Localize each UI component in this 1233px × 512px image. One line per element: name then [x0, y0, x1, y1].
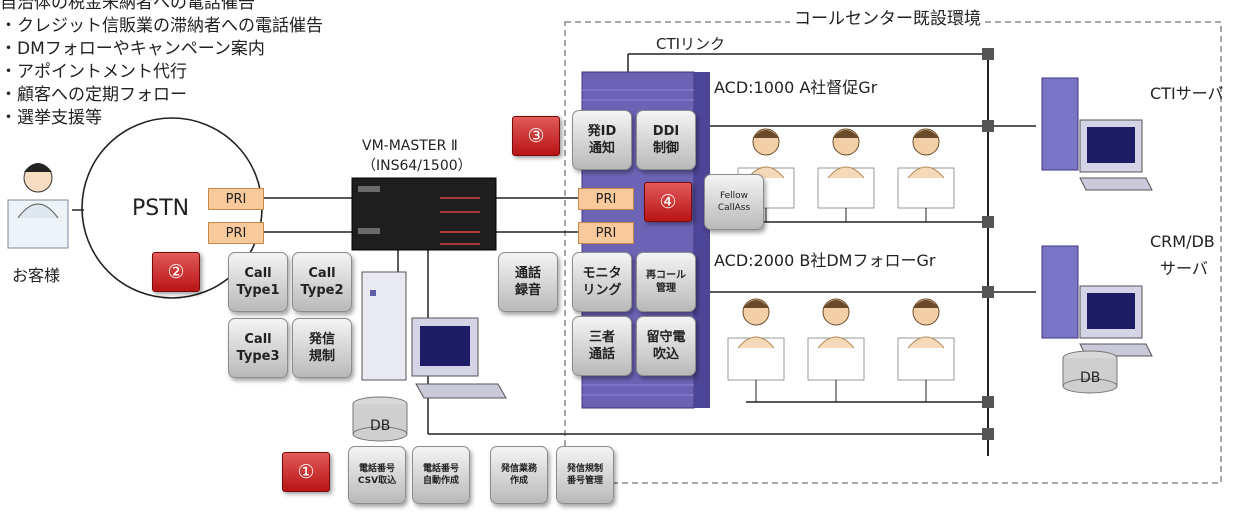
- recall-management-button[interactable]: 再コール 管理: [636, 252, 696, 312]
- hub-node: [982, 286, 994, 298]
- voicemail-record-button[interactable]: 留守電 吹込: [636, 316, 696, 376]
- pri-port: PRI: [208, 188, 264, 210]
- agent-icon: [897, 298, 955, 381]
- badge-3: ③: [512, 116, 560, 156]
- call-type2-button[interactable]: Call Type2: [292, 252, 352, 312]
- use-case-item: ・アポイントメント代行: [0, 62, 187, 82]
- call-type3-button[interactable]: Call Type3: [228, 318, 288, 378]
- existing-environment-border: [564, 21, 1222, 484]
- badge-2: ②: [152, 252, 200, 292]
- vm-master-subtitle: （INS64/1500）: [362, 158, 472, 174]
- cti-server-label: CTIサーバ: [1150, 84, 1224, 103]
- customer-label: お客様: [12, 266, 61, 285]
- hub-node: [982, 48, 994, 60]
- switch-rack-side: [694, 72, 710, 408]
- call-type1-button[interactable]: Call Type1: [228, 252, 288, 312]
- use-case-list: 自治体の税金未納者への電話催告 ・クレジット信販業の滞納者への電話催告 ・DMフ…: [0, 0, 323, 130]
- use-case-item: ・クレジット信販業の滞納者への電話催告: [0, 16, 323, 36]
- db-label: DB: [370, 418, 391, 434]
- cti-link-label: CTIリンク: [656, 35, 726, 53]
- agent-icon: [727, 298, 785, 381]
- agent-icon: [897, 128, 955, 209]
- call-recording-button[interactable]: 通話 録音: [498, 252, 558, 312]
- crm-server-label-2: サーバ: [1160, 259, 1208, 278]
- pri-port: PRI: [208, 222, 264, 244]
- pstn-label: PSTN: [132, 196, 190, 221]
- three-way-call-button[interactable]: 三者 通話: [572, 316, 632, 376]
- crm-db-label: DB: [1080, 370, 1101, 386]
- restricted-number-management-button[interactable]: 発信規制 番号管理: [556, 446, 614, 504]
- crm-server-label-1: CRM/DB: [1150, 232, 1215, 251]
- vm-master-title: VM-MASTER Ⅱ: [362, 138, 458, 154]
- agent-icon: [807, 298, 865, 381]
- pc-tower: [361, 271, 407, 381]
- hub-node: [982, 428, 994, 440]
- badge-1: ①: [282, 452, 330, 492]
- hub-node: [982, 396, 994, 408]
- pc-keyboard: [415, 383, 507, 399]
- cti-server-tower: [1041, 77, 1079, 171]
- crm-server-tower: [1041, 245, 1079, 339]
- phone-auto-generate-button[interactable]: 電話番号 自動作成: [412, 446, 470, 504]
- agent-icon: [817, 128, 875, 209]
- pri-port: PRI: [578, 222, 634, 244]
- badge-4: ④: [644, 182, 692, 222]
- outbound-job-create-button[interactable]: 発信業務 作成: [490, 446, 548, 504]
- customer-icon: [7, 163, 69, 249]
- caller-id-button[interactable]: 発ID 通知: [572, 110, 632, 170]
- hub-node: [982, 216, 994, 228]
- fellow-callass-button[interactable]: Fellow CallAss: [704, 174, 764, 230]
- env-title: コールセンター既設環境: [790, 4, 985, 29]
- use-case-item: 自治体の税金未納者への電話催告: [0, 0, 255, 13]
- outbound-restriction-button[interactable]: 発信 規制: [292, 318, 352, 378]
- monitoring-button[interactable]: モニタ リング: [572, 252, 632, 312]
- use-case-item: ・顧客への定期フォロー: [0, 85, 187, 105]
- ddi-control-button[interactable]: DDI 制御: [636, 110, 696, 170]
- acd-1000-label: ACD:1000 A社督促Gr: [714, 78, 878, 97]
- hub-node: [982, 120, 994, 132]
- use-case-item: ・選挙支援等: [0, 108, 102, 128]
- pri-port: PRI: [578, 188, 634, 210]
- phone-csv-import-button[interactable]: 電話番号 CSV取込: [348, 446, 406, 504]
- use-case-item: ・DMフォローやキャンペーン案内: [0, 39, 265, 59]
- acd-2000-label: ACD:2000 B社DMフォローGr: [714, 251, 936, 270]
